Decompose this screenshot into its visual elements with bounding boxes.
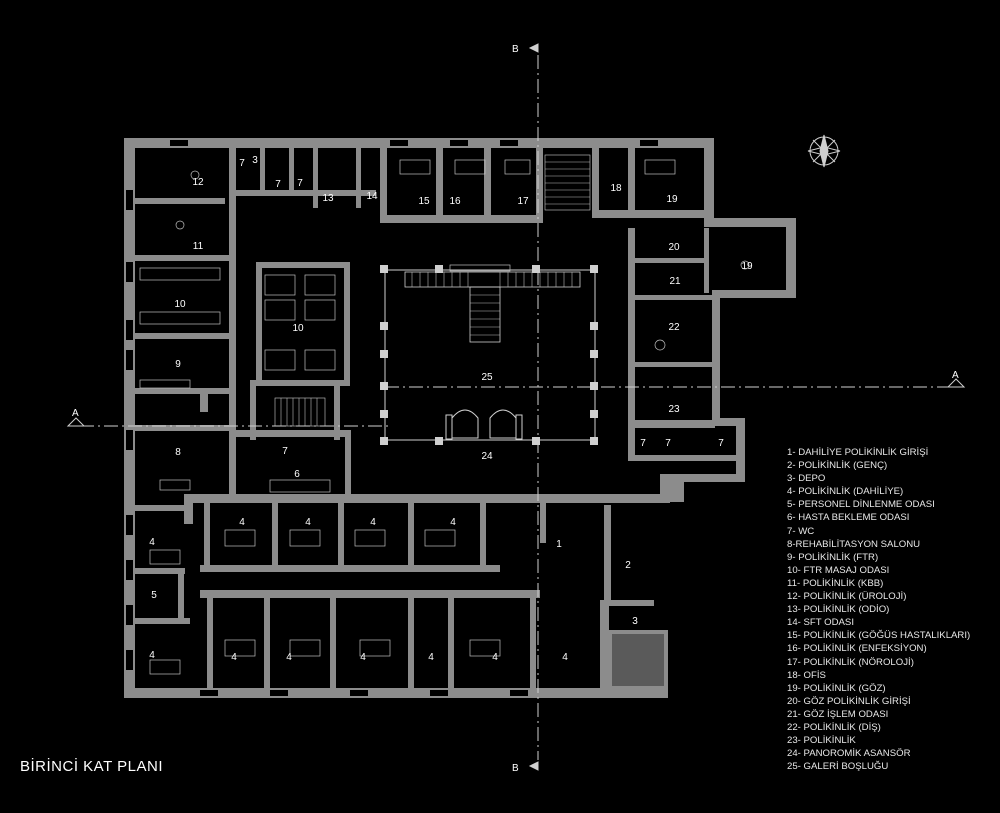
room-4d-label: 4 <box>305 517 311 528</box>
section-b-top: B <box>512 44 519 55</box>
legend-item: 6- HASTA BEKLEME ODASI <box>787 512 910 524</box>
room-10-label: 10 <box>174 299 186 310</box>
room-4l-label: 4 <box>562 652 568 663</box>
room-4b-label: 4 <box>149 650 155 661</box>
legend-item: 16- POLİKİNLİK (ENFEKSİYON) <box>787 643 927 655</box>
room-7g-label: 7 <box>282 446 288 457</box>
room-4g-label: 4 <box>231 652 237 663</box>
room-16-label: 16 <box>449 196 461 207</box>
legend-item: 19- POLİKİNLİK (GÖZ) <box>787 682 886 694</box>
section-markers <box>66 43 966 771</box>
legend-item: 20- GÖZ POLİKİNLİK GİRİŞİ <box>787 695 911 707</box>
room-13-label: 13 <box>322 193 334 204</box>
legend-item: 12- POLİKİNLİK (ÜROLOJİ) <box>787 591 907 603</box>
room-19a-label: 19 <box>666 194 678 205</box>
room-2-label: 2 <box>625 560 631 571</box>
room-14-label: 14 <box>366 191 378 202</box>
window-openings <box>126 140 658 696</box>
room-4k-label: 4 <box>492 652 498 663</box>
legend-item: 13- POLİKİNLİK (ODİO) <box>787 604 890 616</box>
section-letters: B B A A <box>72 44 959 774</box>
room-20-label: 20 <box>668 242 680 253</box>
room-15-label: 15 <box>418 196 430 207</box>
legend-item: 4- POLİKİNLİK (DAHİLİYE) <box>787 486 904 498</box>
section-lines <box>80 55 955 760</box>
room-7b-label: 7 <box>275 179 281 190</box>
room-7e-label: 7 <box>665 438 671 449</box>
legend-item: 22- POLİKİNLİK (DİŞ) <box>787 721 881 733</box>
room-1-label: 1 <box>556 539 562 550</box>
stair-core <box>274 154 591 427</box>
room-7c-label: 7 <box>297 178 303 189</box>
room-22-label: 22 <box>668 322 680 333</box>
room-4e-label: 4 <box>370 517 376 528</box>
legend-item: 3- DEPO <box>787 473 826 485</box>
legend-item: 11- POLİKİNLİK (KBB) <box>787 577 884 589</box>
room-3a-label: 3 <box>252 155 258 166</box>
interior-walls <box>135 148 738 688</box>
legend-item: 1- DAHİLİYE POLİKİNLİK GİRİŞİ <box>787 447 929 458</box>
room-4i-label: 4 <box>360 652 366 663</box>
room-7f-label: 7 <box>718 438 724 449</box>
room-25-label: 25 <box>481 372 493 383</box>
legend-item: 7- WC <box>787 525 815 537</box>
storage-hatch <box>612 634 664 686</box>
room-4a-label: 4 <box>149 537 155 548</box>
room-10b-label: 10 <box>292 323 304 334</box>
legend-item: 18- OFİS <box>787 669 826 681</box>
room-7d-label: 7 <box>640 438 646 449</box>
gallery-void <box>380 265 598 445</box>
legend-item: 9- POLİKİNLİK (FTR) <box>787 551 879 563</box>
room-11-label: 11 <box>193 241 204 252</box>
room-7a-label: 7 <box>239 158 245 169</box>
room-12-label: 12 <box>192 177 204 188</box>
section-a-left: A <box>72 408 79 419</box>
section-a-right: A <box>952 370 959 381</box>
room-18-label: 18 <box>610 183 622 194</box>
room-4j-label: 4 <box>428 652 434 663</box>
legend-item: 2- POLİKİNLİK (GENÇ) <box>787 460 888 472</box>
room-labels: 12 11 10 9 8 5 4 4 7 3 7 7 13 14 15 16 1… <box>149 155 753 663</box>
room-24-label: 24 <box>481 451 493 462</box>
legend-item: 24- PANOROMİK ASANSÖR <box>787 748 911 760</box>
room-17-label: 17 <box>517 196 529 207</box>
room-4h-label: 4 <box>286 652 292 663</box>
legend-item: 14- SFT ODASI <box>787 617 854 629</box>
legend-item: 8-REHABİLİTASYON SALONU <box>787 538 921 550</box>
room-23-label: 23 <box>668 404 680 415</box>
legend-item: 17- POLİKİNLİK (NÖROLOJİ) <box>787 656 914 668</box>
legend-item: 25- GALERİ BOŞLUĞU <box>787 761 889 773</box>
legend-item: 5- PERSONEL DİNLENME ODASI <box>787 499 935 511</box>
plan-title: BİRİNCİ KAT PLANI <box>20 758 163 775</box>
legend-item: 15- POLİKİNLİK (GÖĞÜS HASTALIKLARI) <box>787 630 971 642</box>
room-4f-label: 4 <box>450 517 456 528</box>
furniture <box>139 159 750 675</box>
room-8-label: 8 <box>175 447 181 458</box>
room-5-label: 5 <box>151 590 157 601</box>
room-19b-label: 19 <box>741 261 753 272</box>
room-21-label: 21 <box>669 276 681 287</box>
compass-rose-icon <box>807 134 841 168</box>
section-b-bottom: B <box>512 763 519 774</box>
room-9-label: 9 <box>175 359 181 370</box>
legend-item: 10- FTR MASAJ ODASI <box>787 564 890 576</box>
room-4c-label: 4 <box>239 517 245 528</box>
room-3b-label: 3 <box>632 616 638 627</box>
room-legend: 1- DAHİLİYE POLİKİNLİK GİRİŞİ 2- POLİKİN… <box>787 446 970 773</box>
legend-item: 21- GÖZ İŞLEM ODASI <box>787 708 889 720</box>
room-6-label: 6 <box>294 469 300 480</box>
legend-item: 23- POLİKİNLİK <box>787 735 856 747</box>
